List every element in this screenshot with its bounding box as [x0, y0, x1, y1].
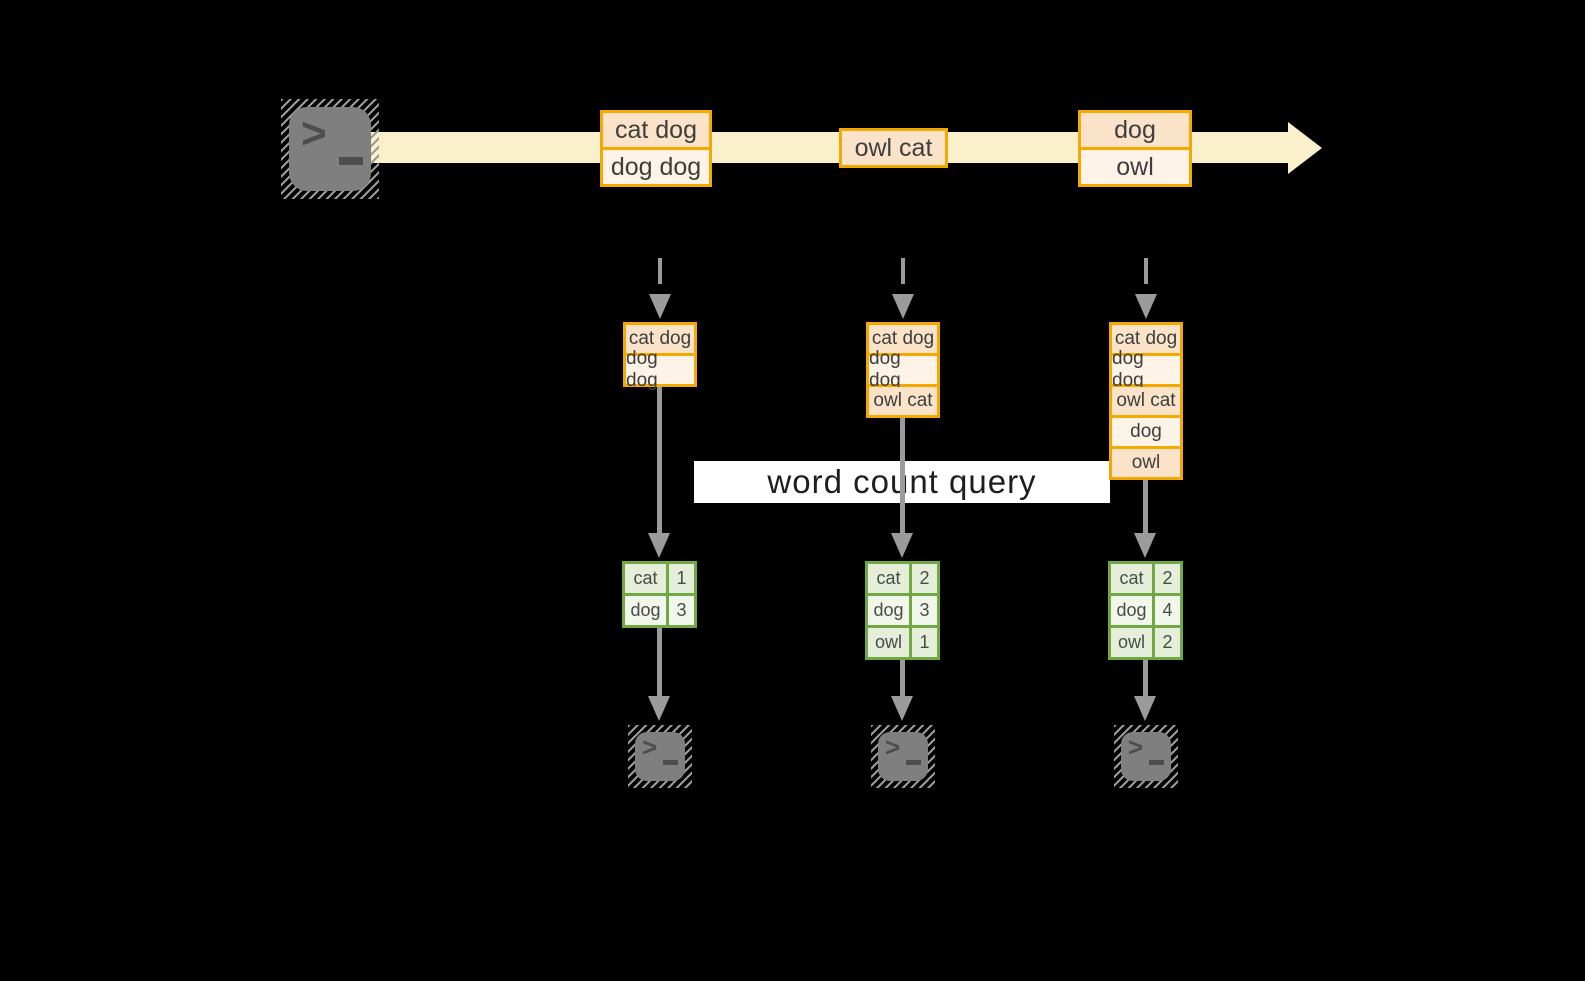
- worker-2-count-table: cat 2 dog 3 owl 1: [865, 561, 940, 660]
- worker-3-output-terminal-icon: >: [1114, 725, 1178, 788]
- stream-event-box-3: dog owl: [1078, 110, 1192, 187]
- terminal-body: >: [1121, 732, 1171, 781]
- buffer-item: dog dog: [626, 348, 694, 391]
- worker-3-query-arrow-line: [1143, 478, 1148, 535]
- count-value: 2: [1155, 564, 1180, 593]
- worker-3-input-arrow-dash: [1144, 258, 1148, 284]
- worker-1-buffer: cat dog dog dog: [623, 322, 697, 391]
- count-word: dog: [868, 596, 909, 625]
- worker-2-input-arrow-head: [892, 294, 914, 319]
- count-value: 3: [669, 596, 694, 625]
- worker-3-input-arrow-head: [1135, 294, 1157, 319]
- terminal-cursor-icon: [906, 760, 921, 765]
- worker-2-query-arrow-line: [900, 416, 905, 535]
- buffer-item: cat dog: [626, 325, 694, 353]
- worker-3-count-table: cat 2 dog 4 owl 2: [1108, 561, 1183, 660]
- count-value: 4: [1155, 596, 1180, 625]
- count-word: owl: [1111, 628, 1152, 657]
- terminal-prompt-icon: >: [642, 732, 658, 762]
- worker-2-output-terminal-icon: >: [871, 725, 935, 788]
- terminal-body: >: [878, 732, 928, 781]
- stream-event-text: dog: [1081, 113, 1189, 147]
- worker-3-output-arrow-line: [1143, 660, 1148, 696]
- count-value: 2: [912, 564, 937, 593]
- terminal-cursor-icon: [339, 157, 363, 165]
- count-value: 1: [669, 564, 694, 593]
- buffer-item: owl cat: [869, 387, 937, 415]
- stream-event-box-2: owl cat: [839, 128, 948, 168]
- worker-1-input-arrow-head: [649, 294, 671, 319]
- terminal-body: >: [289, 107, 371, 191]
- count-value: 3: [912, 596, 937, 625]
- worker-2-input-arrow-dash: [901, 258, 905, 284]
- worker-1-output-terminal-icon: >: [628, 725, 692, 788]
- count-word: cat: [1111, 564, 1152, 593]
- terminal-cursor-icon: [1149, 760, 1164, 765]
- worker-3-output-arrow-head: [1134, 696, 1156, 721]
- source-terminal-icon: >: [281, 99, 379, 199]
- terminal-cursor-icon: [663, 760, 678, 765]
- worker-1-query-arrow-head: [648, 533, 670, 558]
- count-word: dog: [625, 596, 666, 625]
- count-word: cat: [625, 564, 666, 593]
- worker-1-output-arrow-head: [648, 696, 670, 721]
- count-word: owl: [868, 628, 909, 657]
- worker-2-query-arrow-head: [891, 533, 913, 558]
- worker-1-input-arrow-dash: [658, 258, 662, 284]
- worker-3-query-arrow-head: [1134, 533, 1156, 558]
- worker-1-count-table: cat 1 dog 3: [622, 561, 697, 628]
- worker-2-buffer: cat dog dog dog owl cat: [866, 322, 940, 418]
- terminal-body: >: [635, 732, 685, 781]
- stream-event-text: owl: [1081, 150, 1189, 184]
- worker-2-output-arrow-head: [891, 696, 913, 721]
- buffer-item: dog: [1112, 418, 1180, 446]
- count-value: 2: [1155, 628, 1180, 657]
- stream-arrow-head: [1288, 122, 1322, 174]
- buffer-item: dog dog: [869, 348, 937, 391]
- count-word: dog: [1111, 596, 1152, 625]
- buffer-item: owl: [1112, 449, 1180, 477]
- terminal-prompt-icon: >: [885, 732, 901, 762]
- buffer-item: cat dog: [1112, 325, 1180, 353]
- buffer-item: cat dog: [869, 325, 937, 353]
- count-value: 1: [912, 628, 937, 657]
- buffer-item: dog dog: [1112, 348, 1180, 391]
- terminal-prompt-icon: >: [1128, 732, 1144, 762]
- terminal-prompt-icon: >: [301, 109, 327, 158]
- stream-event-text: dog dog: [603, 150, 709, 184]
- count-word: cat: [868, 564, 909, 593]
- worker-3-buffer: cat dog dog dog owl cat dog owl: [1109, 322, 1183, 480]
- worker-1-query-arrow-line: [657, 387, 662, 535]
- worker-1-output-arrow-line: [657, 628, 662, 696]
- stream-event-text: owl cat: [842, 131, 945, 165]
- stream-event-text: cat dog: [603, 113, 709, 147]
- buffer-item: owl cat: [1112, 387, 1180, 415]
- worker-2-output-arrow-line: [900, 660, 905, 696]
- stream-event-box-1: cat dog dog dog: [600, 110, 712, 187]
